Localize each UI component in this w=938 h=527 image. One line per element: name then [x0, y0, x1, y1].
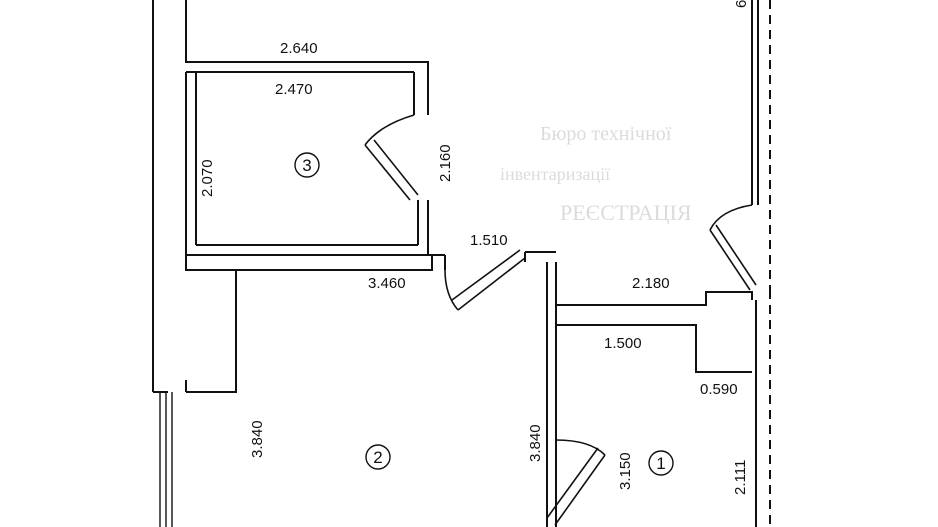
dim-room1-notch: 0.590 [700, 381, 738, 398]
corridor-walls [185, 0, 429, 256]
room-3-number: 3 [302, 156, 311, 175]
dim-room3-right-wall: 2.160 [437, 144, 454, 182]
left-outer-wall [152, 0, 187, 527]
room-1-marker: 1 [648, 450, 674, 476]
room-3-marker: 3 [294, 152, 320, 178]
dim-room3-width: 2.470 [275, 81, 313, 98]
dim-room1-height: 2.111 [732, 460, 749, 495]
right-boundary [751, 0, 771, 290]
dim-room1-width: 1.500 [604, 335, 642, 352]
dim-room2-top: 3.460 [368, 275, 406, 292]
room-2-number: 2 [373, 448, 382, 467]
dim-top-right-edge: 6 [733, 0, 750, 8]
dim-hall-bottom: 2.180 [632, 275, 670, 292]
room-3-walls [195, 72, 419, 246]
room-2-door [444, 249, 526, 311]
stamp-line-2: інвентаризації [500, 164, 610, 184]
stamp-line-1: Бюро технічної [540, 123, 672, 145]
dim-room2-right-wall: 3.840 [527, 424, 544, 462]
entrance-door [709, 204, 757, 291]
room-3-door [364, 114, 419, 201]
room-1-walls [556, 290, 771, 527]
dim-room3-height: 2.070 [199, 159, 216, 197]
dim-corridor-width: 2.640 [280, 40, 318, 57]
room-1-number: 1 [656, 454, 665, 473]
room-1-door [546, 439, 606, 526]
dimension-labels: 2.640 2.470 2.070 2.160 1.510 3.460 2.18… [199, 0, 750, 495]
room-2-walls [185, 251, 557, 527]
dim-hall-passage: 1.510 [470, 232, 508, 249]
dim-room1-left-wall: 3.150 [617, 452, 634, 490]
room-2-marker: 2 [365, 444, 391, 470]
stamp-line-3: РЕЄСТРАЦІЯ [560, 200, 692, 225]
background-stamp: Бюро технічної інвентаризації РЕЄСТРАЦІЯ [500, 123, 692, 225]
dim-room2-height: 3.840 [249, 420, 266, 458]
